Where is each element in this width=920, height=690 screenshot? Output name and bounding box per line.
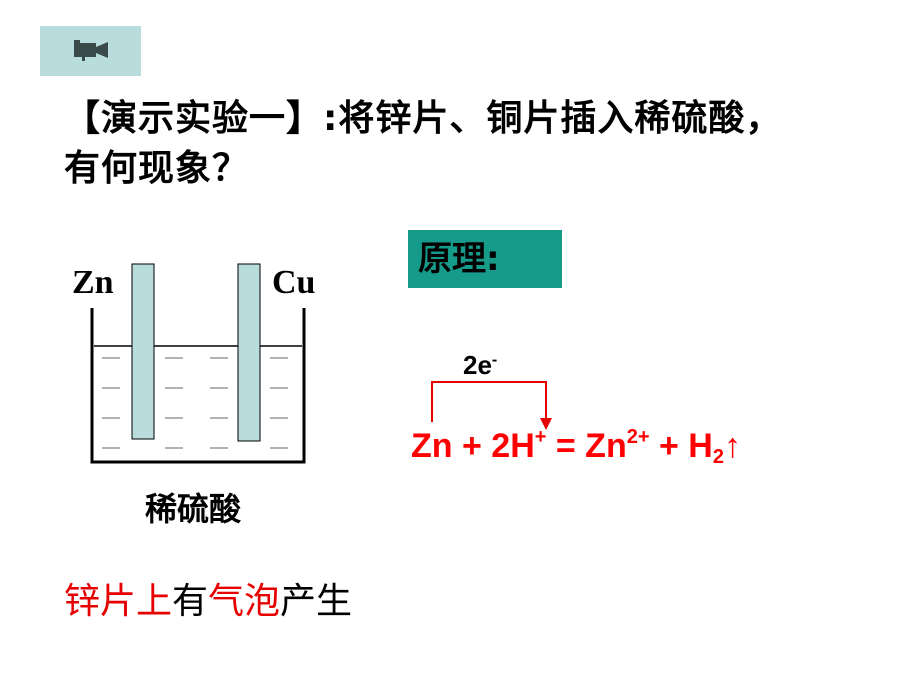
obs-part-4: 产生 xyxy=(280,581,353,622)
question-title: 【演示实验一】:将锌片、铜片插入稀硫酸， 有何现象？ xyxy=(64,94,884,194)
beaker-outline xyxy=(90,308,306,464)
zinc-label: Zn xyxy=(72,264,114,301)
reaction-equation: Zn + 2H+ = Zn2+ + H2↑ xyxy=(411,426,741,469)
zinc-electrode xyxy=(131,263,155,440)
liquid-dashes xyxy=(102,357,288,449)
acid-label: 稀硫酸 xyxy=(145,490,242,528)
beaker-diagram xyxy=(90,263,306,464)
principle-heading: 原理: xyxy=(408,230,562,288)
obs-part-2: 有 xyxy=(172,581,209,622)
electron-transfer-arrow xyxy=(431,381,552,430)
title-line-1: 【演示实验一】:将锌片、铜片插入稀硫酸， xyxy=(64,98,783,139)
observation-text: 锌片上有气泡产生 xyxy=(64,572,352,624)
eq-h-subscript: 2 xyxy=(712,446,724,468)
copper-label: Cu xyxy=(272,264,316,301)
title-line-2: 有何现象？ xyxy=(64,148,250,189)
obs-part-3: 气泡 xyxy=(208,581,281,622)
copper-electrode xyxy=(237,263,261,442)
video-camera-icon xyxy=(74,40,108,61)
eq-zn-charge: 2+ xyxy=(626,426,650,448)
eq-reactants: Zn + 2H xyxy=(411,427,535,465)
video-camera-button[interactable] xyxy=(40,26,141,76)
eq-h-charge: + xyxy=(534,426,547,448)
eq-hydrogen: + H xyxy=(649,427,713,465)
electron-count: 2e xyxy=(463,350,492,380)
eq-zn-ion: = Zn xyxy=(546,427,627,465)
gas-arrow: ↑ xyxy=(723,427,741,465)
obs-part-1: 锌片上 xyxy=(64,581,173,622)
electron-transfer-label: 2e- xyxy=(463,350,497,381)
electron-charge: - xyxy=(491,351,498,369)
